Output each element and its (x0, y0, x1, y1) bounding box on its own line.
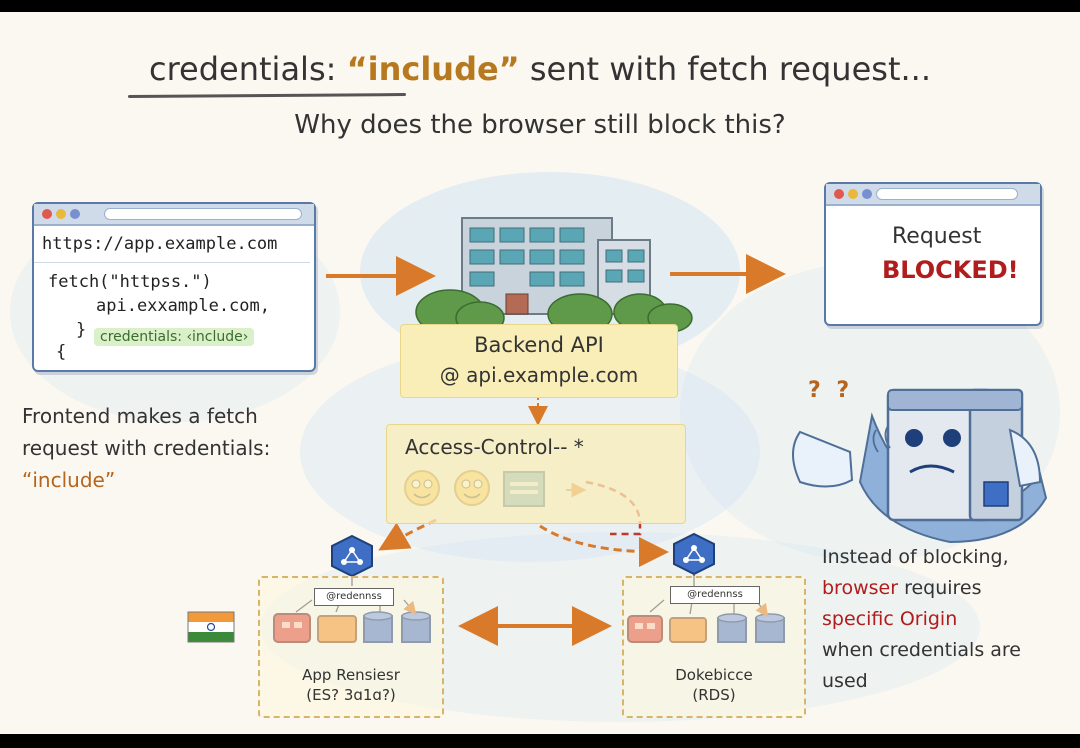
credentials-chip: credentials: ‹include› (94, 326, 255, 346)
right-cluster-header: @redennss (670, 586, 760, 604)
blocked-browser-window: Request BLOCKED! (824, 182, 1042, 326)
code-brace-close: } (76, 320, 87, 340)
confused-browser-character (792, 388, 1048, 544)
network-hexagon-icon (673, 532, 715, 576)
access-control-card: Access-Control-- * (386, 424, 686, 524)
blocked-window-titlebar (826, 184, 1040, 206)
diagram-canvas: credentials: “include” sent with fetch r… (0, 12, 1080, 734)
frontend-caption-line2: request with credentials: (22, 436, 271, 460)
page-title: credentials: “include” sent with fetch r… (0, 50, 1080, 88)
right-caption-line3: specific Origin (822, 608, 958, 630)
left-cluster-line2: (ES? 3ɑ1ɑ?) (306, 686, 396, 704)
server-building-icon (461, 217, 651, 315)
minimize-dot-icon (848, 189, 858, 199)
address-bar (876, 188, 1018, 200)
code-brace-open: { (56, 342, 67, 362)
close-dot-icon (42, 209, 52, 219)
close-dot-icon (834, 189, 844, 199)
title-prefix: credentials: (148, 50, 347, 88)
frontend-caption-line1: Frontend makes a fetch (22, 404, 258, 428)
right-cluster-line1: Dokebicce (675, 666, 753, 684)
access-control-label: Access-Control-- * (405, 435, 584, 459)
right-caption-browser: browser (822, 577, 899, 599)
page-subtitle: Why does the browser still block this? (294, 110, 786, 140)
question-marks: ? ? (808, 378, 854, 403)
backend-host: @ api.example.com (439, 363, 639, 387)
network-hexagon-icon (331, 534, 373, 578)
right-cluster-box: @redennss Dokebicce (RDS) (622, 576, 806, 718)
right-caption-line1: Instead of blocking, (822, 546, 1009, 568)
code-api-line: api.exxample.com, (96, 296, 270, 316)
right-caption-requires: requires (898, 577, 982, 599)
backend-api-card: Backend API @ api.example.com (400, 324, 678, 398)
left-cluster-line1: App Rensiesr (302, 666, 400, 684)
frontend-url: https://app.example.com (42, 234, 278, 254)
right-caption: Instead of blocking, browser requires sp… (822, 542, 1021, 697)
right-caption-line5: used (822, 670, 868, 692)
backend-title: Backend API (474, 333, 604, 357)
blocked-line2: BLOCKED! (882, 256, 1019, 284)
title-suffix: sent with fetch request... (519, 50, 931, 88)
address-bar (104, 208, 302, 220)
right-cluster-line2: (RDS) (692, 686, 736, 704)
left-cluster-box: @redennss App Rensiesr (ES? 3ɑ1ɑ?) (258, 576, 444, 718)
right-caption-line4: when credentials are (822, 639, 1021, 661)
arrow-access-to-right-cluster (539, 524, 669, 567)
frontend-window-titlebar (34, 204, 314, 226)
frontend-browser-window: https://app.example.com fetch("httpss.")… (32, 202, 316, 372)
maximize-dot-icon (862, 189, 872, 199)
code-fetch-line: fetch("httpss.") (48, 272, 212, 292)
india-flag-icon (187, 611, 235, 643)
frontend-caption: Frontend makes a fetch request with cred… (22, 400, 270, 496)
blocked-line1: Request (892, 224, 982, 249)
minimize-dot-icon (56, 209, 66, 219)
credentials-chip-text: credentials: ‹include› (94, 328, 255, 346)
left-cluster-header: @redennss (314, 588, 394, 606)
title-highlight: “include” (346, 50, 520, 88)
frontend-caption-line3: “include” (22, 468, 116, 492)
divider (34, 262, 310, 263)
maximize-dot-icon (70, 209, 80, 219)
